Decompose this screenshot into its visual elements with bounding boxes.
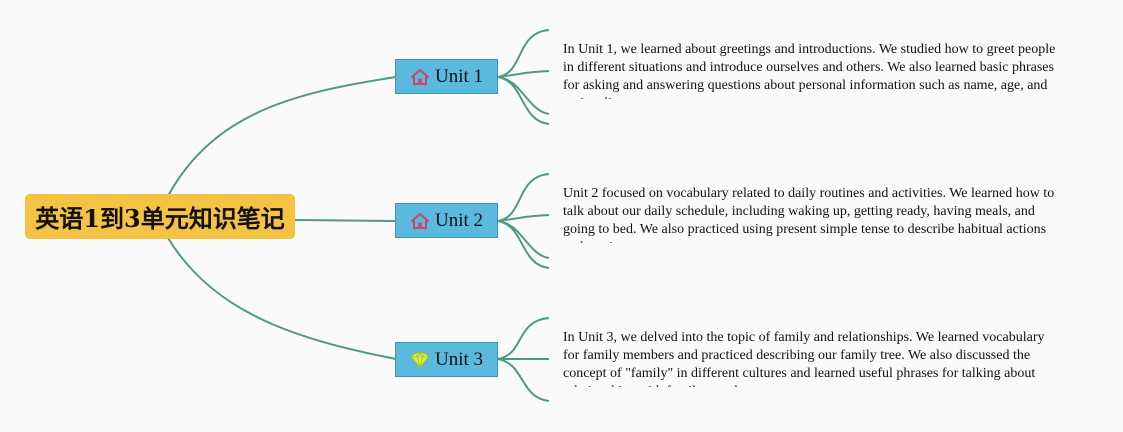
unit-3-note[interactable]: In Unit 3, we delved into the topic of f… xyxy=(563,330,1045,387)
home-icon xyxy=(410,67,430,87)
diamond-icon xyxy=(410,350,430,370)
unit-3-label: Unit 3 xyxy=(434,348,484,370)
root-to-unit2-link xyxy=(294,219,397,222)
unit2-branch xyxy=(497,220,550,259)
unit1-branch xyxy=(497,76,550,115)
unit3-branch xyxy=(497,358,550,402)
unit2-branch xyxy=(497,214,550,222)
unit3-branch xyxy=(497,317,550,360)
unit1-branch xyxy=(497,76,550,125)
unit-2-node[interactable]: Unit 2 xyxy=(395,203,498,238)
unit2-branch xyxy=(497,173,550,222)
unit-1-label: Unit 1 xyxy=(434,65,484,87)
unit1-branch xyxy=(497,29,550,78)
root-to-unit3-link xyxy=(167,237,397,360)
unit2-branch xyxy=(497,220,550,269)
unit-1-node[interactable]: Unit 1 xyxy=(395,59,498,94)
root-topic[interactable]: 英语1到3单元知识笔记 xyxy=(25,194,295,239)
unit-2-label: Unit 2 xyxy=(434,209,484,231)
unit-2-note[interactable]: Unit 2 focused on vocabulary related to … xyxy=(563,186,1055,243)
home-icon xyxy=(410,211,430,231)
root-to-unit1-link xyxy=(167,76,397,197)
unit-3-node[interactable]: Unit 3 xyxy=(395,342,498,377)
unit1-branch xyxy=(497,70,550,78)
unit-1-note[interactable]: In Unit 1, we learned about greetings an… xyxy=(563,42,1056,99)
